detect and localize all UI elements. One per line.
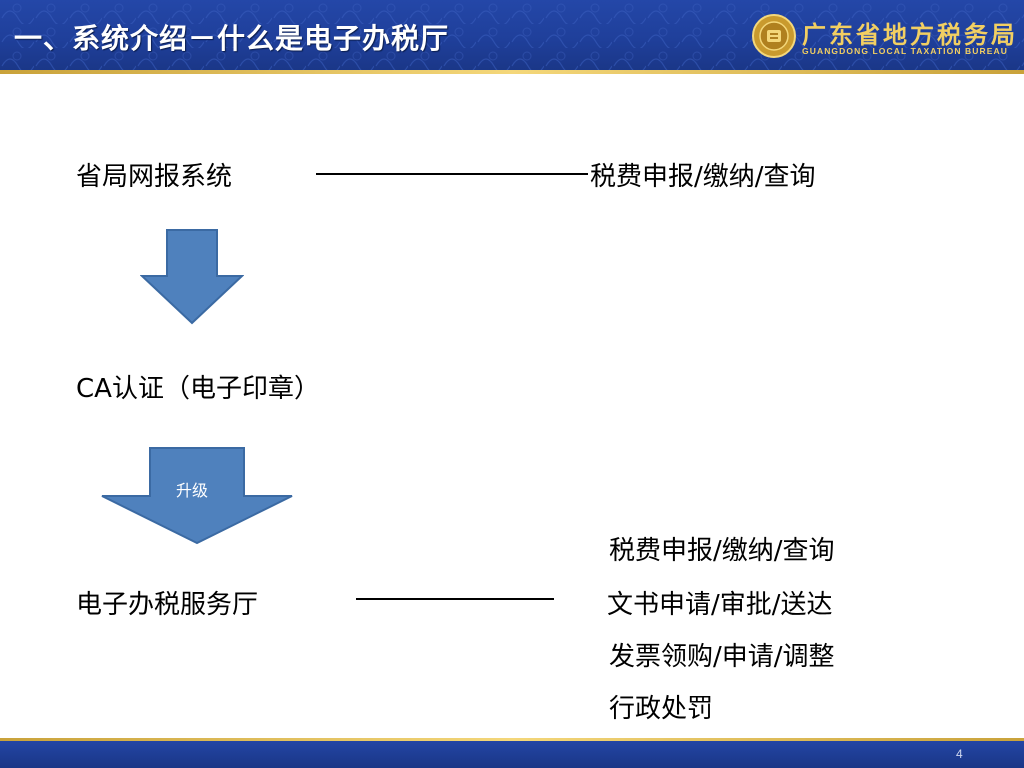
- ca-certification-label: CA认证（电子印章）: [76, 374, 320, 404]
- footer-gold-stripe: [0, 738, 1024, 741]
- bureau-name-cn: 广东省地方税务局: [802, 21, 1018, 49]
- service-item: 发票领购/申请/调整: [609, 642, 835, 672]
- service-item: 文书申请/审批/送达: [607, 590, 833, 620]
- bureau-name-en: GUANGDONG LOCAL TAXATION BUREAU: [802, 46, 1008, 56]
- e-tax-hall-label: 电子办税服务厅: [76, 590, 259, 620]
- header-gold-stripe: [0, 70, 1024, 74]
- bureau-emblem-icon: [752, 14, 796, 58]
- footer-bar: [0, 738, 1024, 768]
- provincial-system-functions: 税费申报/缴纳/查询: [590, 162, 816, 192]
- upgrade-label: 升级: [176, 481, 209, 500]
- connector-line-1: [316, 173, 588, 175]
- service-item: 税费申报/缴纳/查询: [609, 536, 835, 566]
- bureau-logo: 广东省地方税务局 GUANGDONG LOCAL TAXATION BUREAU: [748, 10, 1016, 64]
- connector-line-2: [356, 598, 554, 600]
- upgrade-arrow: [101, 447, 293, 545]
- header-bar: 一、系统介绍－什么是电子办税厅 广东省地方税务局 GUANGDONG LOCAL…: [0, 0, 1024, 73]
- service-item: 行政处罚: [609, 694, 714, 724]
- page-number: 4: [956, 747, 963, 761]
- provincial-system-label: 省局网报系统: [76, 162, 233, 192]
- page-title: 一、系统介绍－什么是电子办税厅: [14, 22, 450, 55]
- header-pattern: [0, 0, 1024, 73]
- down-arrow-1: [140, 229, 244, 325]
